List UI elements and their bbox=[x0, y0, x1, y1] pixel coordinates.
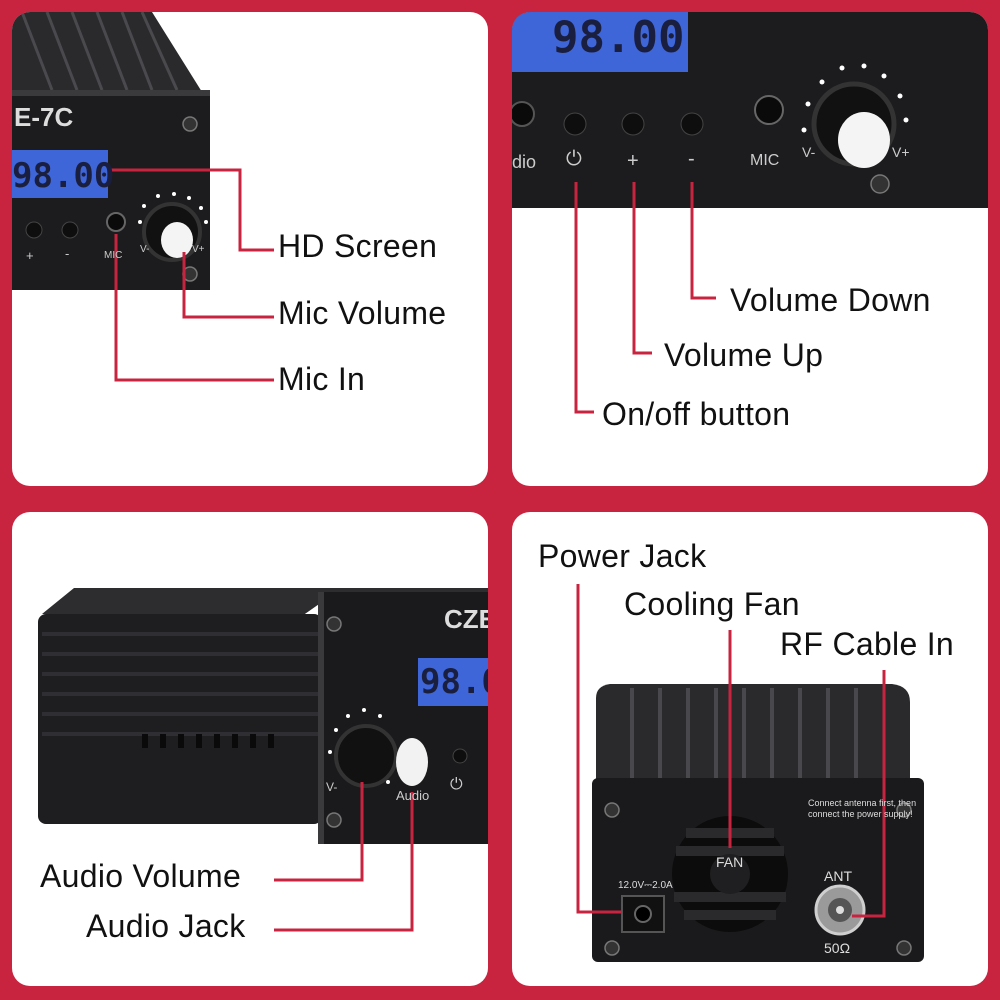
lcd-display: 98.0 bbox=[420, 662, 488, 702]
panel-rear: Connect antenna first, then connect the … bbox=[512, 512, 988, 986]
vplus-label: V+ bbox=[192, 244, 205, 255]
callout-rf-cable-in: RF Cable In bbox=[780, 626, 955, 662]
mic-label: MIC bbox=[750, 152, 780, 169]
callout-power-jack: Power Jack bbox=[538, 538, 707, 574]
callout-mic-volume: Mic Volume bbox=[278, 295, 447, 331]
transmitter-front-image bbox=[12, 12, 274, 382]
callout-mic-in: Mic In bbox=[278, 361, 366, 397]
panel-buttons: 98.00 dio ⏻ + - MIC V- V+ Volume Down Vo… bbox=[512, 12, 988, 486]
callout-cooling-fan: Cooling Fan bbox=[624, 586, 800, 622]
callout-on-off: On/off button bbox=[602, 396, 791, 432]
lcd-display: 98.00 bbox=[12, 156, 115, 196]
panel-audio: CZE 98.0 V- Audio ⏻ Audio Volume Audio J… bbox=[12, 512, 488, 986]
power-rating: 12.0V⎓2.0A bbox=[618, 880, 673, 891]
mic-label: MIC bbox=[104, 250, 123, 261]
impedance-label: 50Ω bbox=[824, 940, 851, 956]
audio-label: Audio bbox=[396, 788, 430, 803]
minus-label: - bbox=[65, 246, 70, 261]
plus-label: + bbox=[26, 248, 34, 263]
vminus-label: V- bbox=[326, 780, 338, 794]
callout-audio-jack: Audio Jack bbox=[86, 908, 246, 944]
callout-audio-volume: Audio Volume bbox=[40, 858, 242, 894]
plus-label: + bbox=[627, 150, 639, 172]
fan-label: FAN bbox=[716, 854, 744, 870]
minus-label: - bbox=[688, 148, 695, 170]
callout-hd-screen: HD Screen bbox=[278, 228, 438, 264]
power-symbol-icon: ⏻ bbox=[566, 148, 582, 170]
vminus-label: V- bbox=[802, 144, 816, 160]
vminus-label: V- bbox=[140, 244, 150, 255]
audio-label: dio bbox=[512, 152, 537, 172]
panel-front-controls: 98.00 E-7C + - MIC V- V+ HD Screen Mic V… bbox=[12, 12, 488, 486]
power-symbol-icon: ⏻ bbox=[450, 776, 463, 793]
transmitter-buttons-image bbox=[512, 12, 988, 414]
warning-text: Connect antenna first, then connect the … bbox=[808, 798, 917, 819]
brand-logo: E-7C bbox=[14, 102, 74, 132]
callout-volume-down: Volume Down bbox=[730, 282, 931, 318]
callout-volume-up: Volume Up bbox=[664, 337, 824, 373]
vplus-label: V+ bbox=[892, 144, 910, 160]
brand-logo: CZE bbox=[444, 604, 488, 634]
transmitter-side-image bbox=[38, 588, 488, 932]
transmitter-rear-image bbox=[576, 584, 924, 962]
ant-label: ANT bbox=[824, 868, 852, 884]
lcd-display: 98.00 bbox=[552, 12, 685, 63]
